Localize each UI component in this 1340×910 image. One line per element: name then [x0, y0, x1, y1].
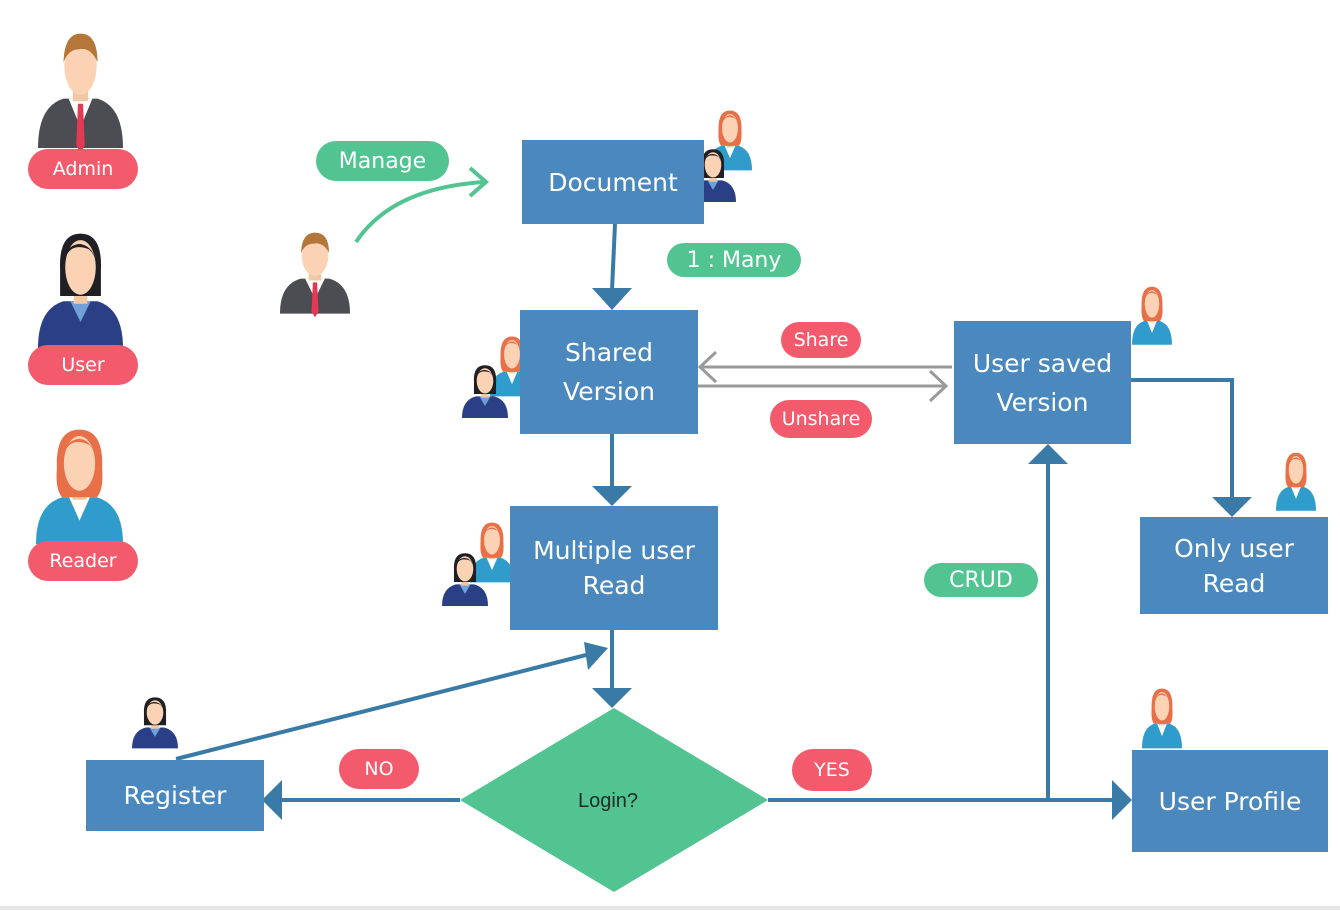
node-document[interactable]: Document — [522, 140, 704, 224]
arrowhead-icon — [1112, 780, 1132, 820]
document-to-shared-connector — [610, 223, 617, 291]
edge-label-crud: CRUD — [924, 563, 1038, 597]
edge-label-unshare: Unshare — [770, 400, 872, 438]
saved-to-only-connector — [1131, 378, 1234, 497]
bottom-divider — [0, 906, 1340, 910]
node-login-label: Login? — [577, 790, 639, 812]
reader-avatar-icon — [470, 522, 514, 583]
arrowhead-icon — [584, 642, 608, 670]
reader-avatar-icon — [1276, 452, 1316, 511]
role-label-admin: Admin — [28, 149, 138, 189]
arrowhead-icon — [592, 288, 632, 310]
edge-label-yes: YES — [792, 749, 872, 791]
user-avatar-icon — [38, 233, 123, 348]
reader-avatar-icon — [1132, 286, 1172, 345]
arrowhead-icon — [262, 780, 282, 820]
arrowhead-icon — [468, 166, 490, 198]
reader-avatar-icon — [1142, 688, 1182, 749]
edge-label-no: NO — [339, 749, 419, 789]
register-to-multiple-connector — [175, 652, 591, 761]
login-decision-shape — [460, 708, 768, 892]
node-multiple-user-read[interactable]: Multiple user Read — [510, 506, 718, 630]
edge-label-share: Share — [781, 322, 861, 358]
arrowhead-icon — [592, 486, 632, 506]
role-label-user: User — [28, 345, 138, 385]
edge-label-one-many: 1 : Many — [667, 243, 801, 277]
node-user-profile[interactable]: User Profile — [1132, 750, 1328, 852]
arrowhead-icon — [1212, 497, 1252, 517]
node-register[interactable]: Register — [86, 760, 264, 831]
user-avatar-icon — [132, 697, 178, 749]
reader-avatar-icon — [36, 429, 123, 544]
edge-label-manage: Manage — [316, 141, 449, 181]
node-only-user-read[interactable]: Only user Read — [1140, 517, 1328, 614]
manager-avatar-icon — [280, 232, 350, 318]
manage-connector — [354, 180, 485, 244]
arrowhead-icon — [1028, 444, 1068, 464]
node-shared-version[interactable]: Shared Version — [520, 310, 698, 434]
arrowhead-icon — [928, 369, 949, 403]
arrowhead-icon — [592, 688, 632, 708]
node-user-saved-version[interactable]: User saved Version — [954, 321, 1131, 444]
admin-avatar-icon — [38, 33, 123, 154]
role-label-reader: Reader — [28, 541, 138, 581]
arrowhead-icon — [697, 350, 718, 384]
